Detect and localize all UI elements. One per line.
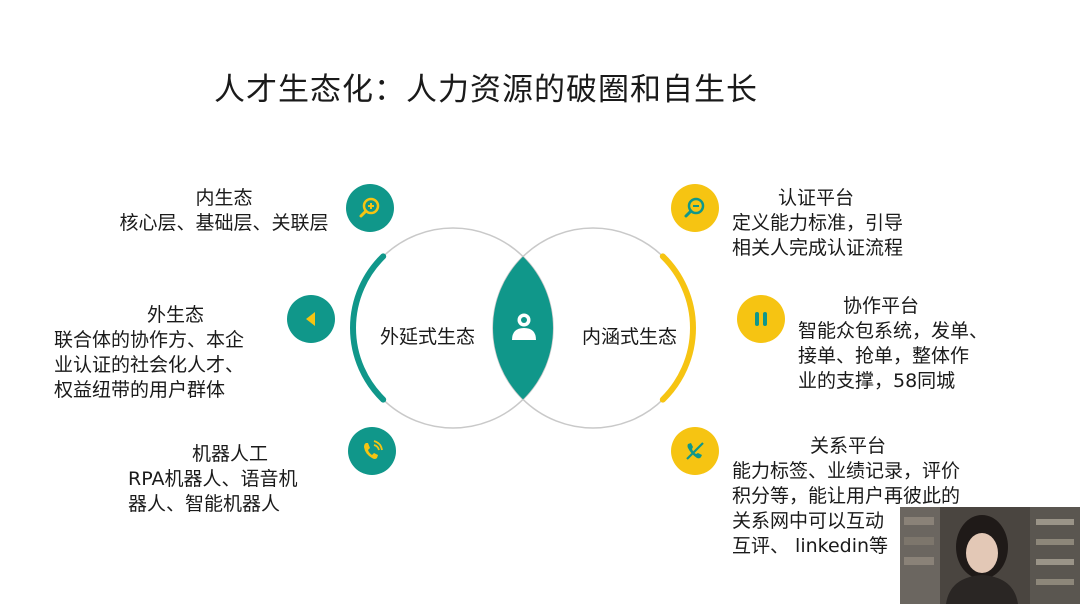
collaboration-platform-block: 协作平台 智能众包系统，发单、 接单、抢单，整体作 业的支撑，58同城	[798, 294, 1038, 394]
outer-ecology-line: 联合体的协作方、本企	[54, 329, 245, 351]
phone-icon	[348, 427, 396, 475]
robot-labor-block: 机器人工 RPA机器人、语音机 器人、智能机器人	[128, 442, 338, 517]
outer-ecology-heading: 外生态	[147, 304, 205, 326]
zoom-in-icon	[346, 184, 394, 232]
collaboration-line: 业的支撑，58同城	[798, 370, 956, 392]
person-icon	[512, 313, 536, 340]
relationship-line: 积分等，能让用户再彼此的	[732, 485, 961, 507]
robot-labor-heading: 机器人工	[192, 443, 269, 465]
slide-title: 人才生态化：人力资源的破圈和自生长	[214, 72, 758, 108]
collaboration-line: 接单、抢单，整体作	[798, 345, 970, 367]
certification-line: 相关人完成认证流程	[732, 237, 904, 259]
inner-ecology-block: 内生态 核心层、基础层、关联层	[100, 186, 348, 236]
pause-icon	[737, 295, 785, 343]
back-arrow-icon	[287, 295, 335, 343]
webcam-overlay	[900, 507, 1080, 604]
right-circle-arc	[659, 253, 696, 403]
relationship-line: 互评、 linkedin等	[732, 535, 889, 557]
presenter-video	[900, 507, 1080, 604]
certification-heading: 认证平台	[778, 187, 855, 209]
no-phone-icon	[671, 427, 719, 475]
robot-labor-line: RPA机器人、语音机	[128, 468, 298, 490]
inner-ecology-heading: 内生态	[195, 187, 253, 209]
relationship-platform-block: 关系平台 能力标签、业绩记录，评价 积分等，能让用户再彼此的 关系网中可以互动 …	[732, 434, 1022, 559]
collaboration-line: 智能众包系统，发单、	[798, 320, 989, 342]
outer-ecology-line: 权益纽带的用户群体	[54, 379, 226, 401]
collaboration-heading: 协作平台	[843, 295, 920, 317]
zoom-out-icon	[671, 184, 719, 232]
left-circle-arc	[350, 253, 387, 403]
robot-labor-line: 器人、智能机器人	[128, 493, 281, 515]
intersection-lens	[493, 256, 553, 400]
outer-ecology-block: 外生态 联合体的协作方、本企 业认证的社会化人才、 权益纽带的用户群体	[54, 303, 284, 403]
relationship-line: 能力标签、业绩记录，评价	[732, 460, 961, 482]
outer-ecology-line: 业认证的社会化人才、	[54, 354, 245, 376]
outer-ecology-label: 外延式生态	[380, 326, 476, 348]
relationship-heading: 关系平台	[810, 435, 887, 457]
certification-line: 定义能力标准，引导	[732, 212, 904, 234]
inner-ecology-label: 内涵式生态	[582, 326, 678, 348]
inner-ecology-line: 核心层、基础层、关联层	[119, 212, 329, 234]
relationship-line: 关系网中可以互动	[732, 510, 885, 532]
certification-platform-block: 认证平台 定义能力标准，引导 相关人完成认证流程	[732, 186, 952, 261]
